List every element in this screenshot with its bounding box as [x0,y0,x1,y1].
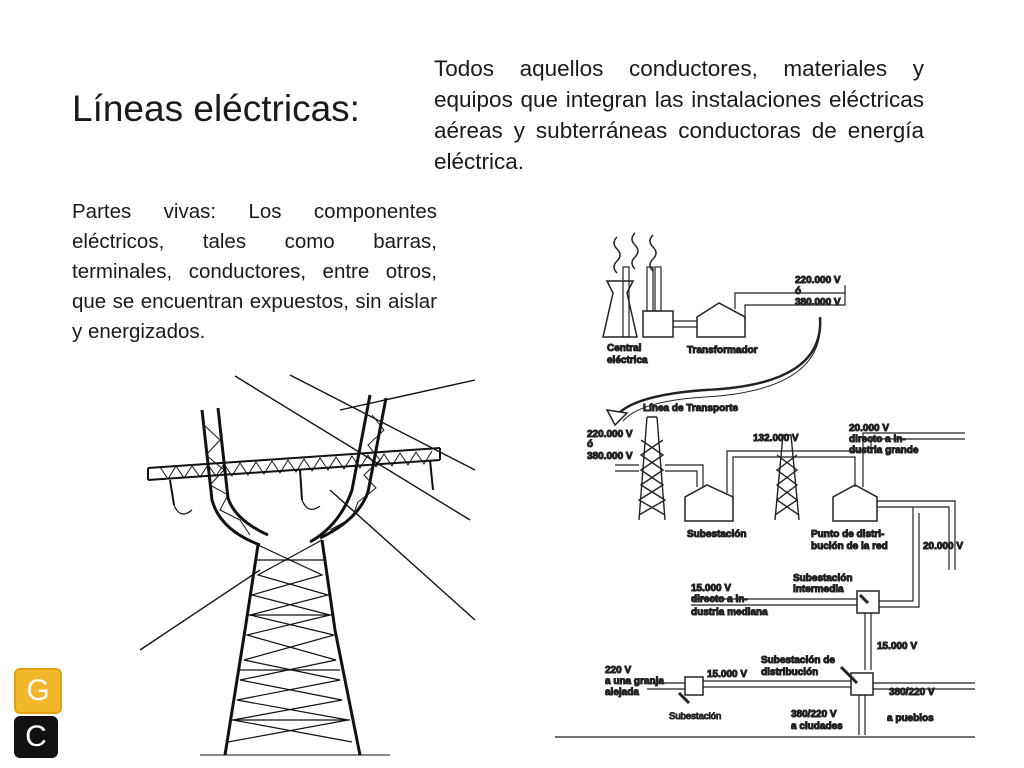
label-v-top-1: 220.000 V [795,275,841,286]
label-punto-2: bución de la red [811,541,888,552]
label-sub-int-1: Subestación [793,573,852,584]
label-sub-dist-1: Subestación de [761,655,835,666]
label-v-left-2: 380.000 V [587,451,633,462]
label-ind-grande-1: 20.000 V [849,423,889,434]
label-v-left-or: ó [587,439,593,450]
label-ind-grande-3: dustria grande [849,445,919,456]
label-ind-med-2: directo a in- [691,594,748,605]
label-v-132: 132.000 V [753,433,799,444]
label-ind-med-1: 15.000 V [691,583,731,594]
label-v-20000: 20.000 V [923,541,963,552]
label-ind-grande-2: directo a in- [849,434,906,445]
label-pueblos: a pueblos [887,713,934,724]
label-v-top-2: 380.000 V [795,297,841,308]
label-v-15000-right: 15.000 V [877,641,917,652]
power-distribution-diagram: Central eléctrica Transformador 220.000 … [555,232,975,738]
label-granja-3: alejada [605,687,639,698]
label-linea-transporte: Línea de Transporte [643,403,738,414]
label-v-left-1: 220.000 V [587,429,633,440]
label-electrica: eléctrica [607,355,648,366]
label-v-380-220-right: 380/220 V [889,687,935,698]
label-sub-int-2: intermedia [793,584,844,595]
label-granja-1: 220 V [605,665,631,676]
label-transformador: Transformador [687,345,758,356]
label-v-15000-bottom: 15.000 V [707,669,747,680]
label-central: Central [607,343,642,354]
live-parts-text: Partes vivas: Los componentes eléctricos… [72,200,437,343]
slide-title: Líneas eléctricas: [72,88,360,129]
label-ind-med-3: dustria mediana [691,607,768,618]
label-subestacion-small: Subestación [669,711,721,722]
label-ciudades-2: a ciudades [791,721,843,732]
label-punto-1: Punto de distri- [811,529,884,540]
label-v-top-or: ó [795,286,801,297]
label-subestacion: Subestación [687,529,746,540]
c-badge[interactable]: C [14,716,58,758]
label-ciudades-1: 380/220 V [791,709,837,720]
g-badge[interactable]: G [14,668,62,714]
label-sub-dist-2: distribución [761,667,818,678]
definition-text: Todos aquellos conductores, materiales y… [434,56,924,174]
power-tower-illustration [140,374,476,756]
label-granja-2: a una granja [605,676,664,687]
